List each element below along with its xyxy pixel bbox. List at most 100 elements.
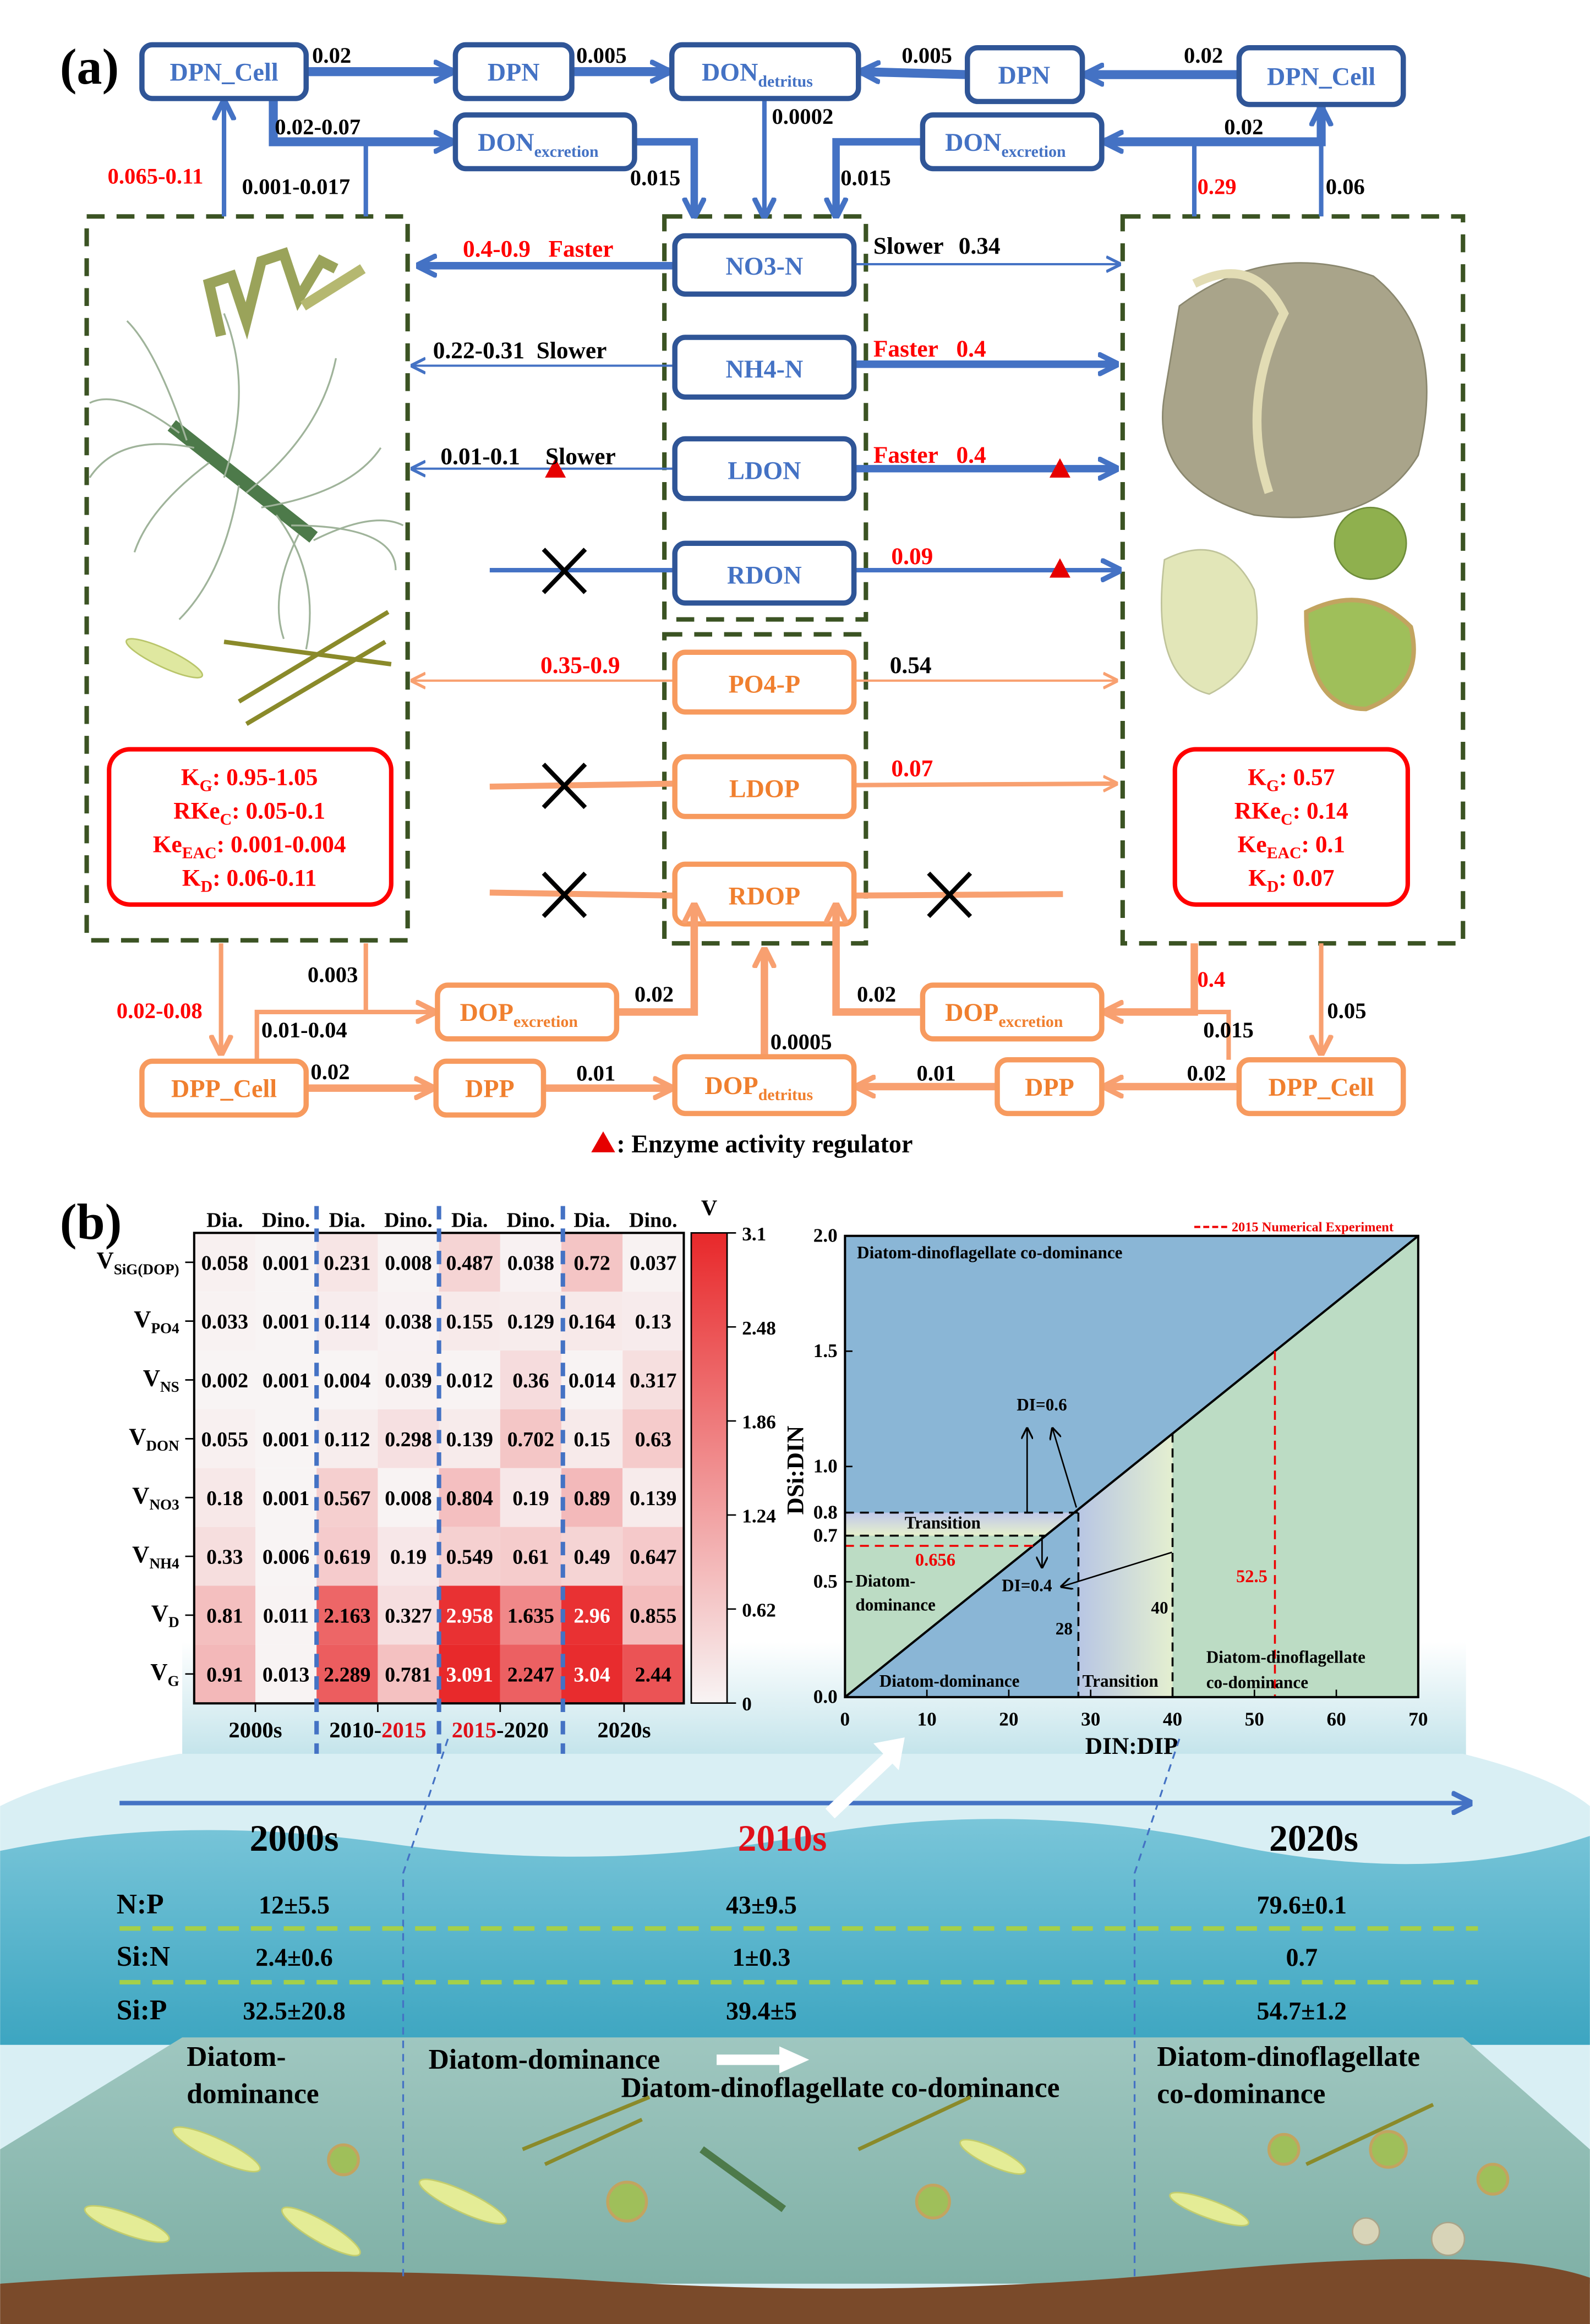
box-label: DONexcretion [945, 128, 1066, 161]
heatmap-cell [255, 1585, 317, 1645]
heatmap-cell [622, 1585, 684, 1645]
heatmap-value: 0.13 [635, 1310, 671, 1333]
param-value: : 0.1 [1302, 832, 1346, 858]
param-value: : 0.14 [1293, 798, 1348, 824]
heatmap-cell [561, 1468, 623, 1527]
box-dpn-cell-right[interactable]: DPN_Cell [1236, 45, 1406, 107]
heatmap-cell [255, 1350, 317, 1409]
ratio-label: Si:N [117, 1941, 170, 1972]
box-dpp-cell-left[interactable]: DPP_Cell [139, 1058, 309, 1118]
box-don-detritus[interactable]: DONdetritus [669, 42, 861, 101]
row-label: VSiG(DOP) [96, 1248, 179, 1278]
heatmap-cell [439, 1585, 500, 1645]
triangle-icon [1049, 558, 1070, 578]
dinoflagellate-illustration [1161, 262, 1428, 712]
x-mark-icon [542, 548, 587, 594]
heatmap-value: 0.487 [446, 1251, 493, 1275]
heatmap-cell [500, 1350, 562, 1409]
column-header: Dino. [262, 1209, 310, 1232]
x-tick-label: 20 [999, 1708, 1018, 1730]
param-value: : 0.57 [1279, 764, 1335, 791]
row-label: VNS [143, 1365, 179, 1395]
dinoflagellate-group-box [1120, 214, 1466, 946]
community-2010s-end: Diatom-dinoflagellate co-dominance [621, 2073, 1060, 2104]
box-dpp-right[interactable]: DPP [995, 1057, 1105, 1117]
box-dpn-left[interactable]: DPN [452, 42, 575, 101]
box-ldon[interactable]: LDON [672, 436, 857, 501]
column-header: Dia. [451, 1209, 488, 1232]
heatmap-value: 0.139 [630, 1487, 676, 1510]
box-dpp-left[interactable]: DPP [433, 1058, 547, 1118]
box-don-excretion-right[interactable]: DONexcretion [920, 112, 1105, 172]
rate-label: 0.01 [576, 1061, 615, 1086]
box-rdon[interactable]: RDON [672, 540, 857, 606]
box-don-excretion-left[interactable]: DONexcretion [452, 112, 637, 172]
box-po4-p[interactable]: PO4-P [672, 649, 857, 715]
rate-label: 0.29 [1197, 174, 1236, 199]
period-text: -2020 [496, 1718, 549, 1742]
heatmap-value: 0.327 [385, 1605, 431, 1628]
heatmap-value: 0.647 [630, 1546, 676, 1569]
rate-label: 0.02-0.07 [275, 114, 360, 139]
rate-label: 0.0002 [772, 104, 833, 129]
arrow [1052, 1429, 1078, 1508]
box-rdop[interactable]: RDOP [672, 861, 857, 927]
phosphorus-nutrient-group [662, 632, 868, 946]
box-nh4-n[interactable]: NH4-N [672, 335, 857, 400]
ratio-value: 39.4±5 [726, 1997, 797, 2025]
heatmap-value: 0.81 [206, 1605, 243, 1628]
period-text: 2010- [329, 1718, 381, 1742]
row-label-main: V [150, 1659, 167, 1686]
param-value: : 0.001-0.004 [217, 832, 346, 858]
heatmap-value: 0.001 [263, 1487, 309, 1510]
phosphorus-flow-arrows [221, 905, 1321, 1089]
box-dpp-cell-right[interactable]: DPP_Cell [1236, 1057, 1406, 1117]
box-dpn-right[interactable]: DPN [965, 45, 1085, 105]
heatmap-cell [194, 1644, 256, 1704]
up-arrow-head [873, 1737, 905, 1770]
box-label: DOPexcretion [945, 998, 1063, 1031]
heatmap-value: 0.702 [507, 1428, 554, 1451]
heatmap-value: 0.231 [324, 1251, 370, 1275]
box-dop-excretion-right[interactable]: DOPexcretion [920, 982, 1105, 1042]
row-label-sub: D [168, 1614, 179, 1631]
heatmap-value: 0.619 [324, 1546, 370, 1569]
era-label: 2010s [737, 1818, 827, 1859]
row-label-sub: PO4 [151, 1320, 179, 1336]
heatmap-cell [378, 1644, 439, 1704]
heatmap-value: 2.247 [507, 1663, 554, 1686]
param-subscript: EAC [182, 844, 217, 862]
heatmap-value: 0.129 [507, 1310, 554, 1333]
box-label: DPP_Cell [171, 1075, 277, 1103]
flow-label: 0.35-0.9 [540, 652, 620, 679]
box-no3-n[interactable]: NO3-N [672, 233, 857, 297]
row-label: VG [150, 1659, 179, 1689]
x-tick-label: 50 [1245, 1708, 1264, 1730]
column-header: Dia. [329, 1209, 365, 1232]
box-dop-detritus[interactable]: DOPdetritus [672, 1054, 857, 1117]
heatmap-value: 0.549 [446, 1546, 493, 1569]
heatmap-cell [255, 1233, 317, 1292]
heatmap-value: 0.033 [201, 1310, 248, 1333]
param-value: : 0.06-0.11 [212, 865, 316, 892]
heatmap-cell [255, 1292, 317, 1351]
colorbar [690, 1232, 728, 1704]
box-dop-excretion-left[interactable]: DOPexcretion [435, 982, 620, 1042]
heatmap-cell [194, 1350, 256, 1409]
threshold-label: 40 [1151, 1598, 1168, 1617]
rate-label: 0.02 [635, 982, 674, 1007]
box-label: DPN [488, 58, 540, 86]
heatmap-value: 3.04 [573, 1663, 610, 1686]
region-label: co-dominance [1206, 1673, 1309, 1692]
box-dpn-cell-left[interactable]: DPN_Cell [139, 42, 309, 101]
heatmap-cell [500, 1468, 562, 1527]
rate-label: 0.4 [1197, 967, 1225, 992]
legend: : Enzyme activity regulator [591, 1130, 913, 1158]
heatmap-value: 0.18 [206, 1487, 243, 1510]
param-subscript: D [201, 878, 213, 896]
box-ldop[interactable]: LDOP [672, 754, 857, 819]
heatmap-cell [500, 1585, 562, 1645]
rate-label: 0.02 [1187, 1061, 1226, 1086]
